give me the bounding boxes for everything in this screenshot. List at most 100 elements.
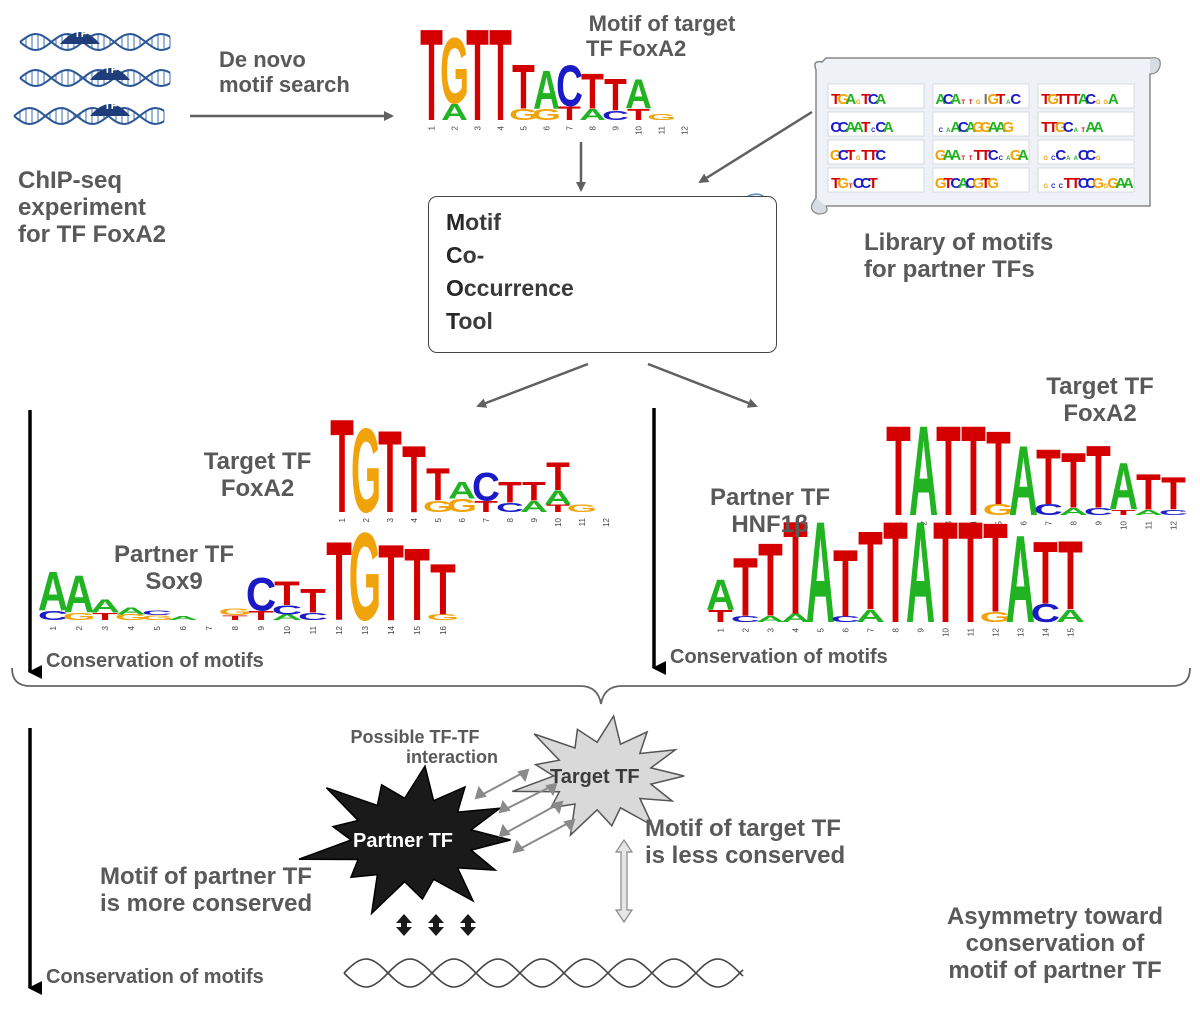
logo-position-tick: 2: [742, 627, 751, 632]
left-target-line-1: Target TF: [203, 448, 312, 475]
logo-position-tick: 11: [967, 627, 976, 636]
logo-letter-A: A: [706, 570, 735, 619]
logo-position-tick: 12: [335, 625, 344, 634]
library-letter: A: [988, 119, 999, 136]
library-letter: T: [1071, 91, 1080, 108]
logo-letter-C: C: [1084, 506, 1113, 517]
library-letter: G: [1107, 175, 1119, 192]
logo-position-tick: 7: [1045, 520, 1054, 525]
library-letter: G: [1010, 147, 1022, 164]
library-letter: A: [883, 119, 894, 136]
logo-position-tick: 9: [612, 125, 621, 130]
library-logo-box: [827, 167, 925, 193]
library-caption: Library of motifs for partner TFs: [864, 229, 1053, 284]
target-burst-label: Target TF: [550, 766, 640, 788]
logo-letter-T: T: [604, 69, 627, 121]
library-letter: T: [996, 91, 1005, 108]
library-letter-small: G: [1103, 100, 1108, 106]
logo-letter-A: A: [781, 612, 810, 625]
library-letter: T: [974, 147, 983, 164]
logo-letter-T: T: [627, 106, 650, 124]
logo-letter-T: T: [522, 477, 546, 507]
logo-position-tick: 1: [338, 517, 347, 522]
target-conservation-arrow: [614, 838, 634, 924]
logo-letter-T: T: [936, 400, 961, 543]
logo-position-tick: 7: [205, 625, 214, 630]
logo-letter-A: A: [116, 605, 146, 617]
left-target-line-2: FoxA2: [220, 474, 295, 502]
library-letter: A: [965, 119, 976, 136]
library-letter-small: T: [849, 184, 853, 190]
library-letter: A: [1085, 119, 1096, 136]
logo-letter-T: T: [466, 3, 489, 149]
logo-letter-T: T: [430, 548, 456, 630]
library-letter: A: [1018, 147, 1029, 164]
library-letter: G: [1047, 91, 1059, 108]
logo-position-tick: 10: [554, 517, 563, 526]
tool-to-right-arrow: [647, 362, 758, 408]
library-letter: G: [935, 147, 947, 164]
logo-letter-G: G: [351, 403, 381, 538]
summary-brace: [11, 667, 1191, 705]
library-letter: C: [1055, 147, 1066, 164]
library-letter: T: [1041, 119, 1050, 136]
tf-protein-blob: [60, 32, 100, 44]
logo-letter-C: C: [246, 568, 276, 621]
logo-position-tick: 3: [101, 625, 110, 630]
logo-letter-G: G: [141, 614, 174, 621]
library-letter: C: [988, 147, 999, 164]
logo-letter-G: G: [427, 613, 460, 622]
logo-letter-G: G: [219, 607, 252, 617]
logo-letter-G: G: [349, 506, 382, 647]
tf-badge-3: TF: [104, 100, 118, 112]
logo-position-tick: 8: [892, 627, 901, 632]
logo-position-tick: 12: [681, 125, 690, 134]
logo-position-tick: 5: [520, 125, 529, 130]
logo-letter-G: G: [63, 611, 96, 623]
logo-position-tick: 11: [578, 517, 587, 526]
library-letter: T: [1064, 91, 1073, 108]
logo-position-tick: 9: [917, 627, 926, 632]
logo-letter-T: T: [858, 507, 883, 633]
library-letter: T: [981, 175, 990, 192]
library-letter: A: [845, 91, 856, 108]
logo-letter-A: A: [909, 400, 938, 543]
logo-position-tick: 5: [995, 520, 1004, 525]
library-letter: A: [1093, 119, 1104, 136]
library-letter: C: [965, 175, 976, 192]
logo-position-tick: 12: [1170, 520, 1179, 529]
logo-position-tick: 5: [153, 625, 162, 630]
library-letter: G: [837, 175, 849, 192]
tool-line-1-initial: M: [446, 209, 466, 235]
chip-seq-caption: ChIP-seq experiment for TF FoxA2: [18, 167, 166, 249]
library-letter-small: C: [1059, 184, 1064, 190]
library-letter: A: [1123, 175, 1134, 192]
asymmetry-line-1: Asymmetry toward: [946, 903, 1164, 930]
denovo-line-1: De novo: [219, 47, 306, 72]
library-letter-small: C: [939, 128, 944, 134]
target-motif-line-1: Motif of target TF: [645, 815, 841, 842]
library-letter-small: T: [969, 100, 973, 106]
chip-caption-line-3: for TF FoxA2: [18, 220, 166, 248]
logo-position-tick: 6: [458, 517, 467, 522]
library-letter-small: C: [1051, 156, 1056, 162]
logo-position-tick: 11: [309, 625, 318, 634]
logo-position-tick: 14: [387, 625, 396, 634]
logo-letter-A: A: [38, 562, 68, 623]
library-letter: G: [1092, 175, 1104, 192]
logo-letter-A: A: [533, 60, 560, 121]
tool-line-1: Motif: [446, 209, 501, 236]
interaction-label: Possible TF-TF interaction: [332, 727, 498, 767]
library-letter: C: [853, 175, 864, 192]
logo-letter-T: T: [1136, 463, 1161, 521]
logo-letter-T: T: [1161, 469, 1186, 520]
library-letter-small: G: [1096, 100, 1101, 106]
library-logo-box: [932, 111, 1030, 137]
logo-letter-A: A: [272, 613, 302, 622]
logo-position-tick: 2: [920, 520, 929, 525]
logo-letter-G: G: [532, 106, 561, 124]
right-partner-label: Partner TF HNF1β: [700, 484, 840, 539]
logo-letter-A: A: [448, 477, 476, 504]
library-letter-small: A: [1006, 156, 1011, 162]
